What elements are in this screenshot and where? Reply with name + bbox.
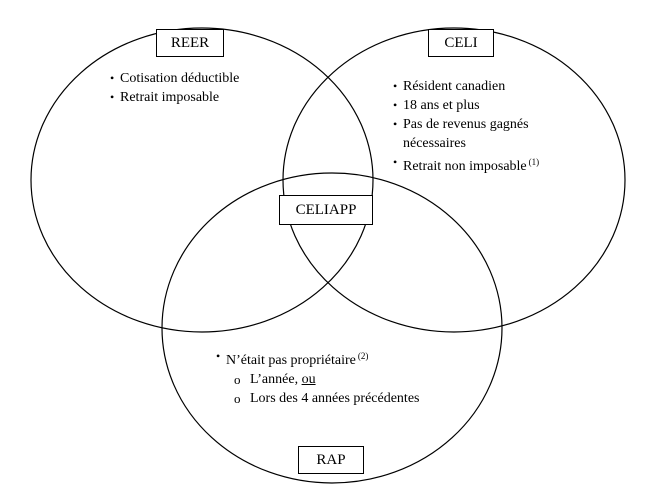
bullet-icon: • <box>110 90 115 104</box>
rap-sub-text: L’année, <box>250 372 302 387</box>
circle-bullet-icon: o <box>234 391 241 406</box>
celi-circle <box>282 27 626 333</box>
reer-feature-list: • Cotisation déductible • Retrait imposa… <box>110 69 239 107</box>
rap-sub-text: Lors des 4 années précédentes <box>250 391 420 406</box>
list-item: o L’année, ou <box>226 370 476 389</box>
list-item: • Pas de revenus gagnés nécessaires <box>393 115 573 153</box>
rap-label: RAP <box>316 451 346 468</box>
celi-item-text: Résident canadien <box>403 79 506 94</box>
footnote-marker: (1) <box>528 157 540 167</box>
celi-label-box: CELI <box>428 29 494 57</box>
reer-item-text: Cotisation déductible <box>120 71 240 86</box>
list-item: • 18 ans et plus <box>393 96 573 115</box>
circle-bullet-icon: o <box>234 372 241 387</box>
rap-feature-list: • N’était pas propriétaire(2) o L’année,… <box>216 347 476 408</box>
reer-label-box: REER <box>156 29 224 57</box>
reer-label: REER <box>170 34 210 51</box>
bullet-icon: • <box>393 117 398 131</box>
bullet-icon: • <box>393 155 398 169</box>
list-item: • Cotisation déductible <box>110 69 239 88</box>
bullet-icon: • <box>216 349 221 363</box>
reer-item-text: Retrait imposable <box>120 90 220 105</box>
celi-item-text: 18 ans et plus <box>403 98 480 113</box>
footnote-marker: (2) <box>357 351 369 361</box>
list-item: • Retrait non imposable(1) <box>393 153 573 176</box>
reer-circle <box>30 27 374 333</box>
bullet-icon: • <box>110 71 115 85</box>
list-item: o Lors des 4 années précédentes <box>226 389 476 408</box>
list-item: • Résident canadien <box>393 77 573 96</box>
bullet-icon: • <box>393 79 398 93</box>
list-item: • N’était pas propriétaire(2) o L’année,… <box>216 347 476 408</box>
celiapp-label-box: CELIAPP <box>279 195 373 225</box>
celi-item-text: Pas de revenus gagnés nécessaires <box>403 117 529 151</box>
celi-feature-list: • Résident canadien • 18 ans et plus • P… <box>393 77 573 176</box>
rap-item-text: N’était pas propriétaire <box>226 353 356 368</box>
celi-label: CELI <box>444 34 478 51</box>
rap-sub-or: ou <box>301 372 316 387</box>
rap-sub-list: o L’année, ou o Lors des 4 années précéd… <box>226 370 476 408</box>
bullet-icon: • <box>393 98 398 112</box>
celiapp-label: CELIAPP <box>295 201 357 218</box>
celi-item-text: Retrait non imposable <box>403 159 527 174</box>
rap-label-box: RAP <box>298 446 364 474</box>
list-item: • Retrait imposable <box>110 88 239 107</box>
rap-circle <box>161 172 503 484</box>
